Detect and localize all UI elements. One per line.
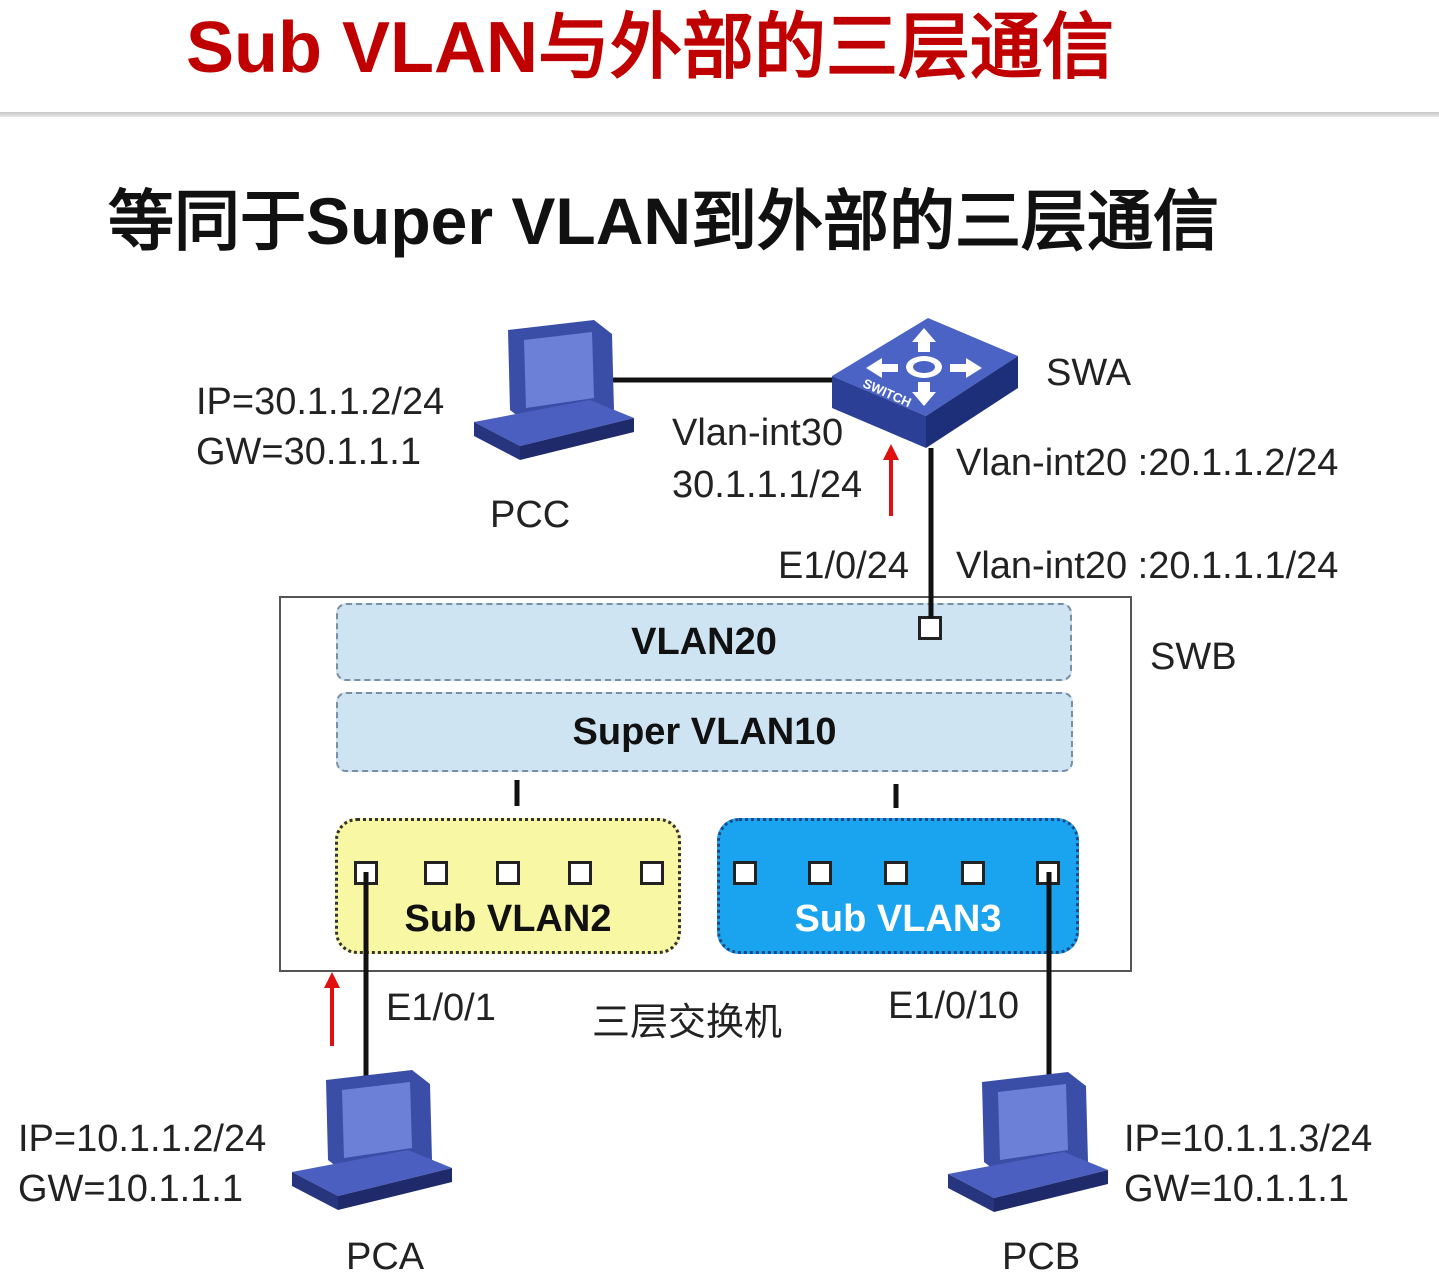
subtitle: 等同于Super VLAN到外部的三层通信 — [108, 184, 1220, 258]
sub-vlan3-label: Sub VLAN3 — [794, 898, 1002, 940]
sub-vlan3-port-1 — [733, 861, 757, 885]
swb-caption: 三层交换机 — [592, 1002, 783, 1044]
sub-vlan2-label: Sub VLAN2 — [404, 898, 612, 940]
switch-icon: SWITCH — [832, 318, 1018, 448]
swb-vlan20-ip: Vlan-int20 :20.1.1.1/24 — [956, 545, 1339, 587]
pcc-name: PCC — [490, 494, 571, 536]
pcc-ip: IP=30.1.1.2/24 — [196, 381, 445, 423]
title-divider — [0, 112, 1439, 117]
pcc-gw: GW=30.1.1.1 — [196, 431, 421, 473]
sub-vlan2-port-2 — [424, 861, 448, 885]
pca-up-arrow — [324, 972, 340, 1046]
swb-name: SWB — [1150, 636, 1237, 678]
vlan20-label: VLAN20 — [631, 621, 777, 663]
sub-vlan2-port-3 — [496, 861, 520, 885]
sub-vlan3-box: Sub VLAN3 — [717, 818, 1079, 954]
swa-name: SWA — [1046, 352, 1132, 394]
pca-name: PCA — [346, 1236, 425, 1278]
sub-vlan3-port-2 — [808, 861, 832, 885]
swa-vlan30-name: Vlan-int30 — [672, 412, 844, 454]
pca-computer-icon — [292, 1070, 452, 1210]
pca-ip: IP=10.1.1.2/24 — [18, 1118, 267, 1160]
vlan20-band: VLAN20 — [336, 603, 1072, 681]
sub-vlan2-port-4 — [568, 861, 592, 885]
super-vlan-label: Super VLAN10 — [572, 711, 837, 753]
pcb-gw: GW=10.1.1.1 — [1124, 1168, 1349, 1210]
swa-vlan30-ip: 30.1.1.1/24 — [672, 464, 863, 506]
pcb-port-label: E1/0/10 — [888, 985, 1019, 1027]
page-title: Sub VLAN与外部的三层通信 — [186, 8, 1114, 88]
swa-up-arrow — [883, 444, 899, 516]
sub-vlan3-port-3 — [884, 861, 908, 885]
pca-port-label: E1/0/1 — [386, 987, 496, 1029]
sub-vlan3-port-4 — [961, 861, 985, 885]
pcb-name: PCB — [1002, 1236, 1081, 1278]
pca-gw: GW=10.1.1.1 — [18, 1168, 243, 1210]
pcc-computer-icon — [474, 320, 634, 460]
super-vlan-band: Super VLAN10 — [336, 692, 1073, 772]
sub-vlan2-port-5 — [640, 861, 664, 885]
sub-vlan2-box: Sub VLAN2 — [335, 818, 681, 954]
swa-vlan20-ip: Vlan-int20 :20.1.1.2/24 — [956, 442, 1339, 484]
uplink-port-label: E1/0/24 — [778, 545, 909, 587]
pcb-computer-icon — [948, 1072, 1108, 1212]
pcb-ip: IP=10.1.1.3/24 — [1124, 1118, 1373, 1160]
